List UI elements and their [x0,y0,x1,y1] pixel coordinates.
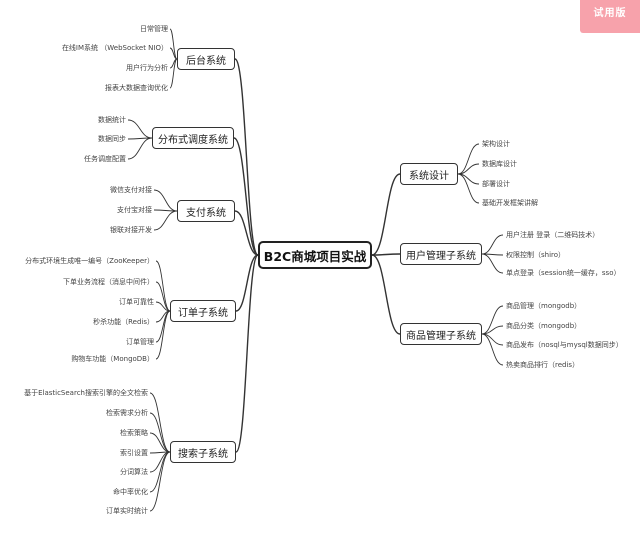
branch-order[interactable]: 订单子系统 [170,300,236,322]
leaf-edge-user-2 [481,253,504,274]
leaf-product-0[interactable]: 商品管理（mongodb） [506,302,582,310]
branch-label: 搜索子系统 [178,448,228,460]
root-edge-design [371,173,401,256]
leaf-user-2[interactable]: 单点登录（session统一缓存，sso） [506,269,621,277]
root-edge-admin [234,58,259,256]
leaf-edge-dispatch-2 [127,137,153,160]
trial-version-badge: 试用版 [580,0,640,33]
leaf-admin-2[interactable]: 用户行为分析 [126,64,168,72]
leaf-payment-2[interactable]: 银联对接开发 [110,226,152,234]
leaf-edge-admin-3 [169,58,178,89]
leaf-order-2[interactable]: 订单可靠性 [119,298,154,306]
leaf-edge-order-5 [155,310,171,360]
leaf-edge-admin-1 [169,47,178,60]
leaf-dispatch-1[interactable]: 数据同步 [98,135,126,143]
branch-label: 分布式调度系统 [158,134,228,146]
leaf-admin-0[interactable]: 日常管理 [140,25,168,33]
leaf-payment-1[interactable]: 支付宝对接 [117,206,152,214]
leaf-edge-order-2 [155,301,171,312]
leaf-search-4[interactable]: 分词算法 [120,468,148,476]
leaf-edge-search-4 [149,451,171,473]
root-edge-search [235,254,259,453]
leaf-edge-admin-0 [169,28,178,60]
branch-label: 系统设计 [409,170,449,182]
leaf-design-2[interactable]: 部署设计 [482,180,510,188]
leaf-search-1[interactable]: 检索需求分析 [106,409,148,417]
leaf-edge-dispatch-0 [127,119,153,139]
leaf-order-0[interactable]: 分布式环境生成唯一编号（ZooKeeper） [25,257,154,265]
root-edge-product [371,254,401,335]
root-edge-user [371,253,401,256]
branch-label: 支付系统 [186,207,226,219]
leaf-order-1[interactable]: 下单业务流程（消息中间件） [63,278,154,286]
leaf-edge-payment-0 [153,189,178,212]
branch-user[interactable]: 用户管理子系统 [400,243,482,265]
leaf-dispatch-2[interactable]: 任务调度配置 [84,155,126,163]
branch-label: 订单子系统 [178,307,228,319]
leaf-edge-design-1 [457,163,480,175]
leaf-user-1[interactable]: 权限控制（shiro） [506,251,566,259]
branch-dispatch[interactable]: 分布式调度系统 [152,127,234,149]
leaf-edge-product-3 [481,333,504,366]
leaf-edge-design-3 [457,173,480,204]
branch-label: 后台系统 [186,55,226,67]
badge-label: 试用版 [593,8,627,19]
leaf-admin-1[interactable]: 在线IM系统 （WebSocket NIO） [61,44,168,52]
branch-label: 商品管理子系统 [406,330,476,342]
leaf-edge-search-0 [149,392,171,453]
leaf-edge-product-0 [481,305,504,335]
branch-payment[interactable]: 支付系统 [177,200,235,222]
leaf-admin-3[interactable]: 报表大数据查询优化 [105,84,168,92]
leaf-dispatch-0[interactable]: 数据统计 [98,116,126,124]
root-node[interactable]: B2C商城项目实战 [258,241,372,269]
leaf-edge-search-5 [149,451,171,493]
branch-product[interactable]: 商品管理子系统 [400,323,482,345]
leaf-user-0[interactable]: 用户注册 登录（二维码技术） [506,231,600,239]
leaf-search-5[interactable]: 命中率优化 [113,488,148,496]
leaf-order-5[interactable]: 购物车功能（MongoDB） [71,355,154,363]
leaf-product-2[interactable]: 商品发布（nosql与mysql数据同步） [506,341,623,349]
leaf-search-2[interactable]: 检索策略 [120,429,148,437]
leaf-edge-order-0 [155,260,171,312]
branch-admin[interactable]: 后台系统 [177,48,235,70]
root-label: B2C商城项目实战 [263,248,367,264]
leaf-edge-order-1 [155,281,171,312]
leaf-product-3[interactable]: 热卖商品排行（redis） [506,361,580,369]
branch-label: 用户管理子系统 [406,250,476,262]
leaf-payment-0[interactable]: 微信支付对接 [110,186,152,194]
leaf-design-0[interactable]: 架构设计 [482,140,510,148]
branch-search[interactable]: 搜索子系统 [170,441,236,463]
leaf-order-3[interactable]: 秒杀功能（Redis） [93,318,154,326]
leaf-edge-design-0 [457,143,480,175]
leaf-edge-search-2 [149,432,171,453]
leaf-design-1[interactable]: 数据库设计 [482,160,517,168]
leaf-design-3[interactable]: 基础开发框架讲解 [482,199,538,207]
leaf-order-4[interactable]: 订单管理 [126,338,154,346]
root-edge-dispatch [233,137,259,256]
leaf-search-6[interactable]: 订单实时统计 [106,507,148,515]
leaf-product-1[interactable]: 商品分类（mongodb） [506,322,582,330]
root-edge-payment [234,210,259,256]
leaf-edge-search-6 [149,451,171,512]
leaf-edge-search-1 [149,412,171,453]
leaf-search-3[interactable]: 索引设置 [120,449,148,457]
leaf-edge-user-0 [481,234,504,255]
leaf-edge-product-1 [481,325,504,335]
leaf-search-0[interactable]: 基于ElasticSearch搜索引擎的全文检索 [24,389,148,397]
branch-design[interactable]: 系统设计 [400,163,458,185]
root-edge-order [235,254,259,312]
leaf-edge-payment-2 [153,210,178,231]
